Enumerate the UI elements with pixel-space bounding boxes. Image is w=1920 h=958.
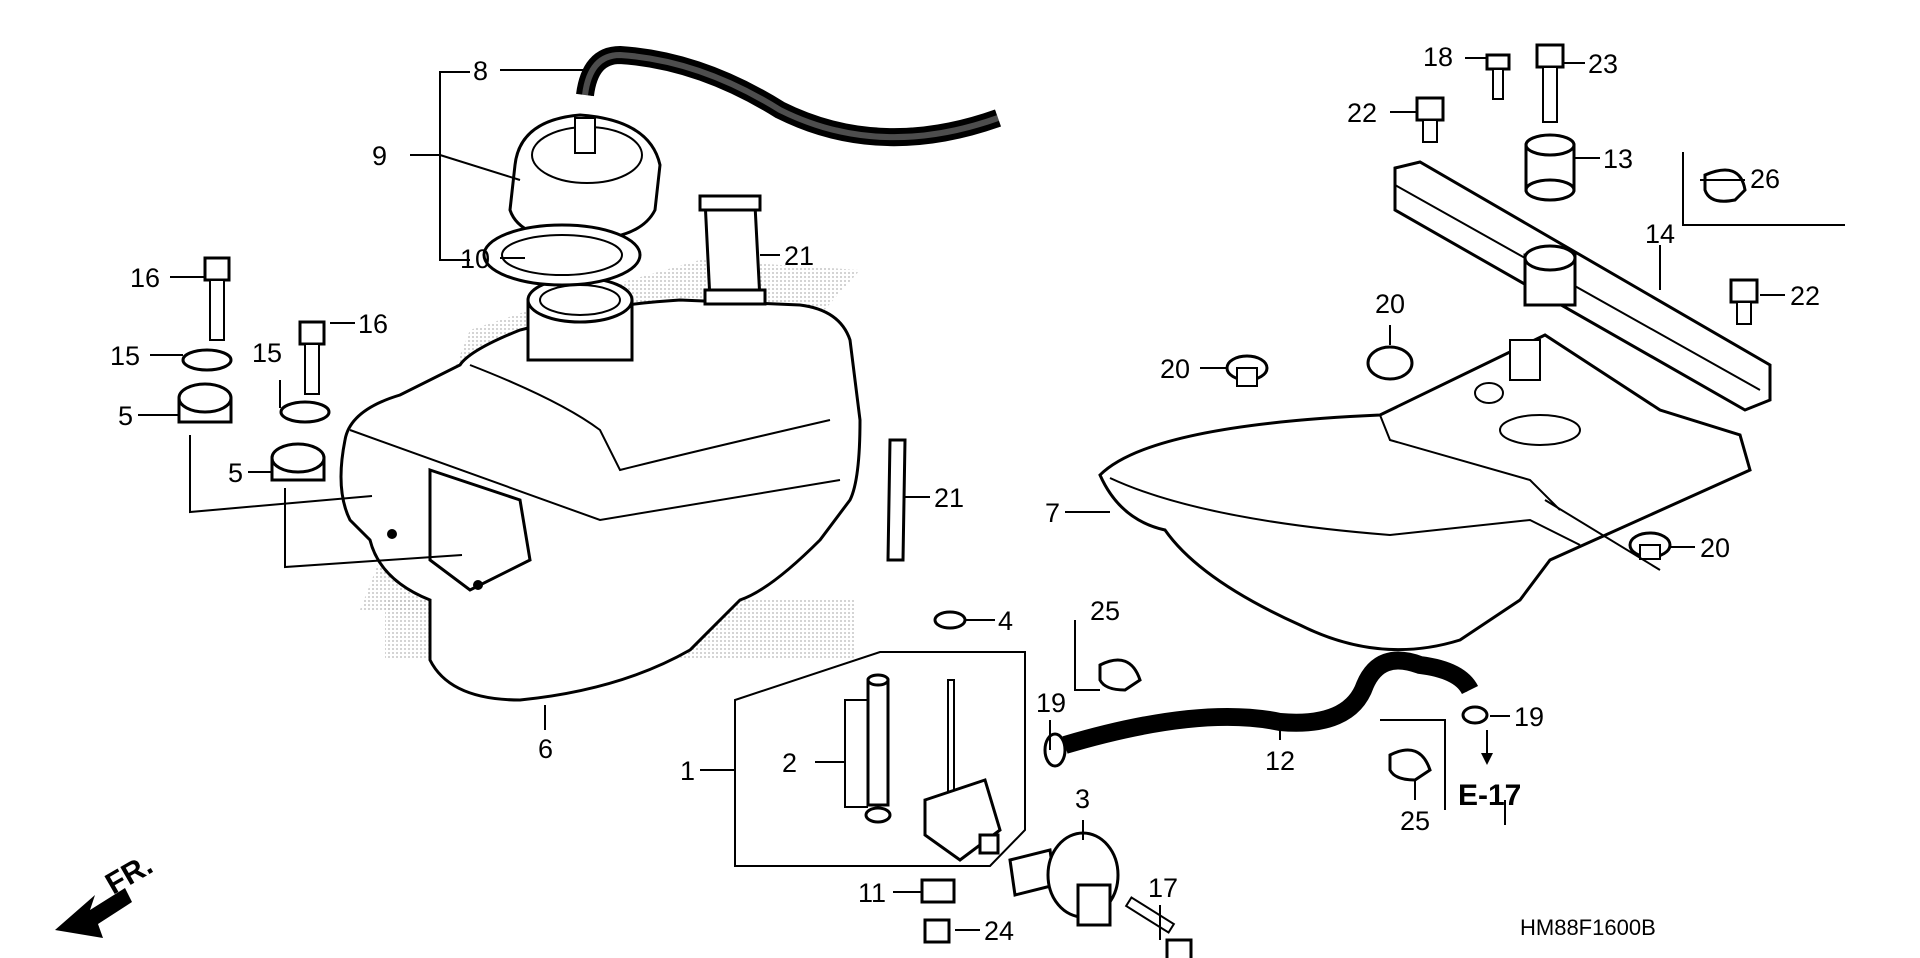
label-15-left: 15: [110, 341, 140, 371]
rear-fender: [1098, 333, 1752, 652]
breather-tube: [576, 45, 1002, 147]
reference-e17: E-17: [1458, 779, 1521, 812]
rubber-5-right: [270, 442, 326, 482]
label-13: 13: [1603, 144, 1633, 174]
label-20-right: 20: [1700, 533, 1730, 563]
front-direction-arrow: FR.: [55, 848, 158, 938]
fuel-valve: [923, 679, 1002, 862]
label-16-right: 16: [358, 309, 388, 339]
rubber-5-left: [177, 382, 233, 424]
label-24: 24: [984, 916, 1014, 946]
label-23: 23: [1588, 49, 1618, 79]
clip-19-left: [1043, 732, 1067, 768]
label-5-left: 5: [118, 401, 133, 431]
leader-lines: [138, 57, 1785, 940]
label-7: 7: [1045, 498, 1060, 528]
label-26: 26: [1750, 164, 1780, 194]
label-21-top: 21: [784, 241, 814, 271]
bolt-17: [1124, 896, 1193, 958]
washer-15-right: [279, 400, 331, 424]
grommet-20-c: [1628, 531, 1672, 560]
clip-25-bottom: [1388, 748, 1432, 782]
valve-knob: [1008, 831, 1120, 927]
label-18: 18: [1423, 42, 1453, 72]
label-8: 8: [473, 56, 488, 86]
cushion-13: [1524, 133, 1576, 202]
bolt-16-right: [298, 320, 326, 395]
label-21-side: 21: [934, 483, 964, 513]
grommet-20-a: [1225, 354, 1269, 387]
clip-25-top: [1098, 658, 1142, 692]
label-4: 4: [998, 606, 1013, 636]
washer-15-left: [181, 348, 233, 372]
fuel-cap: [508, 113, 662, 242]
label-22-right: 22: [1790, 281, 1820, 311]
clip-26: [1703, 168, 1747, 203]
cap-gasket: [482, 223, 642, 287]
bolt-22-right: [1729, 278, 1759, 325]
label-5-right: 5: [228, 458, 243, 488]
label-25-top: 25: [1090, 596, 1120, 626]
label-10: 10: [460, 244, 490, 274]
bolt-24: [923, 918, 951, 944]
clip-19-right: [1461, 705, 1489, 725]
bolt-23: [1535, 43, 1565, 123]
label-16-left: 16: [130, 263, 160, 293]
label-3: 3: [1075, 784, 1090, 814]
label-14: 14: [1645, 219, 1675, 249]
clip-18: [1485, 53, 1511, 100]
label-1: 1: [680, 756, 695, 786]
fuel-tank: [339, 276, 862, 702]
label-12: 12: [1265, 746, 1295, 776]
label-20-left: 20: [1160, 354, 1190, 384]
label-22-top: 22: [1347, 98, 1377, 128]
nut-11: [920, 878, 956, 904]
label-15-right: 15: [252, 338, 282, 368]
label-2: 2: [782, 748, 797, 778]
part-labels: 8 9 10 16 15 5 15 16 5 6 21 21 7 4 1 2 3…: [110, 42, 1820, 946]
label-25-bottom: 25: [1400, 806, 1430, 836]
label-6: 6: [538, 734, 553, 764]
label-11: 11: [858, 878, 886, 908]
bolt-22-top: [1415, 96, 1445, 143]
grommet-20-b: [1366, 345, 1414, 381]
label-19-left: 19: [1036, 688, 1066, 718]
strainer: [864, 673, 892, 824]
label-20-top: 20: [1375, 289, 1405, 319]
diagram-code: HM88F1600B: [1520, 915, 1656, 940]
label-17: 17: [1148, 873, 1178, 903]
front-label: FR.: [100, 848, 158, 901]
bracket: [1393, 160, 1772, 412]
label-9: 9: [372, 141, 387, 171]
label-19-right: 19: [1514, 702, 1544, 732]
rubber-strap-top: [698, 194, 767, 306]
rubber-strap-side: [886, 438, 907, 562]
fuel-hose: [1062, 651, 1479, 754]
bolt-16-left: [203, 256, 231, 341]
washer-4: [933, 610, 967, 630]
